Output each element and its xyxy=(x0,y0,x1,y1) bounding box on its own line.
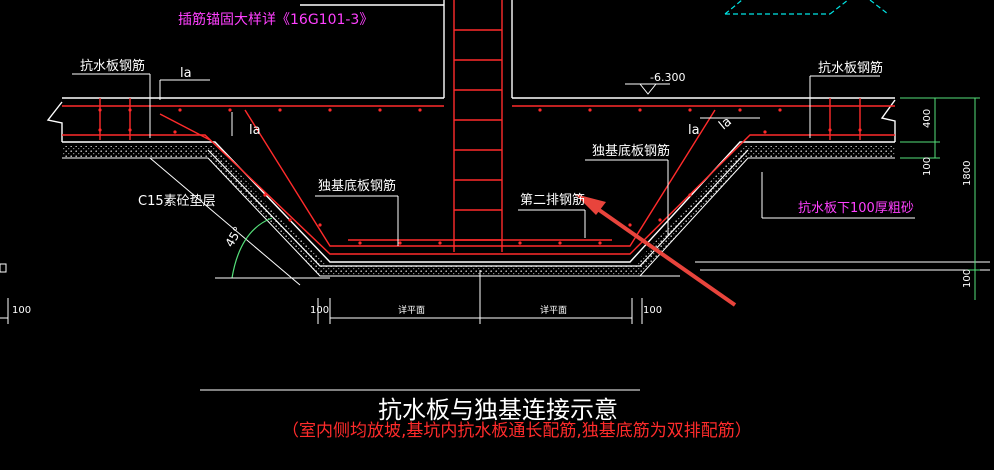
drawing-subtitle: （室内侧均放坡,基坑内抗水板通长配筋,独基底筋为双排配筋） xyxy=(282,421,752,441)
dim-100-b: 100 xyxy=(643,305,662,316)
la-label-right-1: la xyxy=(688,123,700,138)
dim-100-far: 100 xyxy=(962,269,973,288)
cushion-label: C15素砼垫层 xyxy=(138,193,216,209)
column xyxy=(300,0,513,98)
dim-100-left: 100 xyxy=(12,305,31,316)
left-slab-rebar-label: 抗水板钢筋 xyxy=(80,58,145,74)
dim-half-right: 详平面 xyxy=(540,304,567,316)
rebars xyxy=(62,0,895,255)
left-marker xyxy=(0,263,7,273)
sand-note: 抗水板下100厚粗砂 xyxy=(798,201,914,216)
footing-rebar-label-left: 独基底板钢筋 xyxy=(318,178,396,194)
bottom-dimensions xyxy=(0,270,643,391)
anchor-note: 插筋锚固大样详《16G101-3》 xyxy=(178,11,373,28)
cushion-slope xyxy=(149,157,990,286)
la-label-left: la xyxy=(180,66,192,81)
angle-arc xyxy=(231,217,273,279)
dim-100-right: 100 xyxy=(922,157,933,176)
pointer-arrow xyxy=(575,194,737,307)
cushion-outline xyxy=(62,157,895,277)
right-dimensions xyxy=(900,97,980,300)
dim-400: 400 xyxy=(922,109,933,128)
rebar-dots xyxy=(98,108,862,245)
la-label-right-2: la xyxy=(716,114,735,133)
footing-outline xyxy=(207,149,749,267)
cushion-hatch xyxy=(62,146,895,276)
footing-rebar-label-right: 独基底板钢筋 xyxy=(592,143,670,159)
dim-1800: 1800 xyxy=(962,161,973,186)
left-slab xyxy=(46,97,896,263)
second-row-label: 第二排钢筋 xyxy=(520,192,585,208)
drawing-title: 抗水板与独基连接示意 xyxy=(378,396,618,424)
la-label-mid: la xyxy=(249,123,261,138)
cyan-outline xyxy=(724,0,889,15)
right-slab-rebar-label: 抗水板钢筋 xyxy=(818,60,883,76)
dim-100-a: 100 xyxy=(310,305,329,316)
leaders xyxy=(72,73,915,246)
dim-half-left: 详平面 xyxy=(398,304,425,316)
elevation-label: -6.300 xyxy=(650,71,685,84)
